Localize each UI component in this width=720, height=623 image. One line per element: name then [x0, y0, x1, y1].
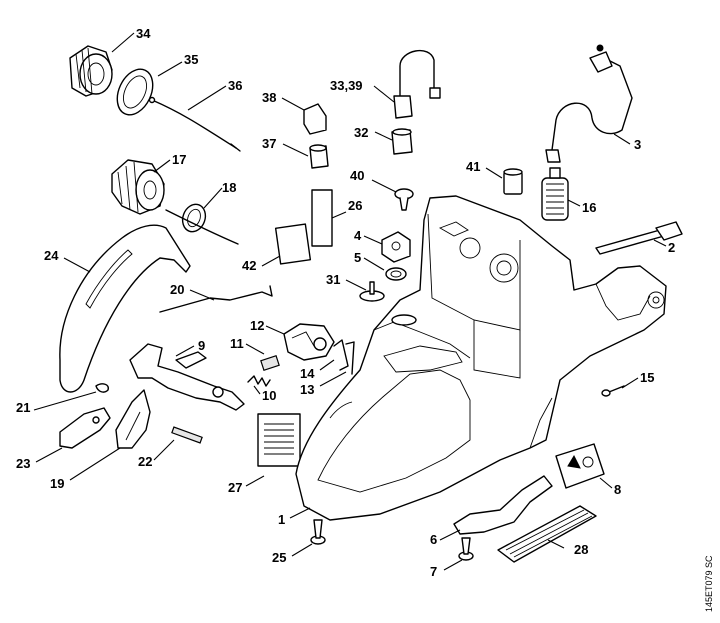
part-12-bracket — [283, 323, 335, 361]
callout-20: 20 — [170, 282, 184, 297]
part-38-plug — [303, 103, 327, 135]
part-8-decal — [555, 443, 605, 489]
callout-28: 28 — [574, 542, 588, 557]
leader-lines — [33, 32, 667, 571]
callout-33-39: 33,39 — [330, 78, 363, 93]
part-36-cable — [148, 96, 241, 152]
part-37-grommet — [309, 144, 329, 169]
part-15-screw — [601, 385, 625, 397]
callout-11: 11 — [230, 336, 244, 351]
callout-4: 4 — [354, 228, 362, 243]
part-23-lever — [59, 407, 111, 449]
part-31-screw — [359, 281, 385, 302]
part-28-strip — [497, 505, 597, 563]
callout-26: 26 — [348, 198, 362, 213]
part-3-fuel-hose — [545, 44, 633, 163]
callout-14: 14 — [300, 366, 315, 381]
part-16-filter — [541, 167, 569, 221]
callout-27: 27 — [228, 480, 242, 495]
callout-42: 42 — [242, 258, 256, 273]
part-40-screw — [394, 188, 414, 211]
part-41-plug — [503, 168, 523, 195]
part-24-handguard — [59, 224, 191, 393]
part-34-cap — [69, 45, 113, 97]
callout-8: 8 — [614, 482, 621, 497]
drawing-code: 145ET079 SC — [704, 555, 714, 612]
callout-40: 40 — [350, 168, 364, 183]
callout-24: 24 — [44, 248, 59, 263]
callout-22: 22 — [138, 454, 152, 469]
part-22-pin — [171, 426, 203, 444]
callout-6: 6 — [430, 532, 437, 547]
callout-36: 36 — [228, 78, 242, 93]
part-7-screw — [458, 537, 474, 561]
part-20-wire — [159, 285, 273, 313]
part-4-valve — [381, 231, 411, 263]
part-1-housing — [295, 195, 667, 521]
callout-21: 21 — [16, 400, 30, 415]
callout-16: 16 — [582, 200, 596, 215]
callout-labels: 34 35 36 33,39 38 32 37 3 17 18 40 41 16… — [16, 26, 675, 579]
part-11-block — [260, 355, 280, 371]
part-19-trigger — [115, 389, 151, 449]
part-17-reel — [111, 159, 165, 215]
part-27-label — [257, 413, 301, 467]
callout-34: 34 — [136, 26, 151, 41]
callout-9: 9 — [198, 338, 205, 353]
callout-7: 7 — [430, 564, 437, 579]
callout-5: 5 — [354, 250, 361, 265]
part-5-ring — [385, 267, 407, 281]
callout-2: 2 — [668, 240, 675, 255]
part-32-grommet — [391, 128, 413, 155]
part-25-screw — [310, 519, 326, 545]
callout-31: 31 — [326, 272, 340, 287]
callout-35: 35 — [184, 52, 198, 67]
callout-19: 19 — [50, 476, 64, 491]
part-21-spring — [95, 383, 109, 393]
part-2-bolt — [595, 221, 683, 255]
part-33-39-hose — [393, 49, 441, 119]
part-18-oring — [165, 203, 239, 245]
part-10-spring — [247, 375, 271, 387]
callout-23: 23 — [16, 456, 30, 471]
callout-25: 25 — [272, 550, 286, 565]
part-14-clip — [333, 339, 349, 371]
part-6-plate — [453, 475, 553, 535]
callout-37: 37 — [262, 136, 276, 151]
callout-32: 32 — [354, 125, 368, 140]
part-42-label — [274, 223, 312, 265]
callout-13: 13 — [300, 382, 314, 397]
part-35-ring — [116, 68, 154, 116]
callout-41: 41 — [466, 159, 480, 174]
part-26-label — [311, 189, 333, 247]
callout-10: 10 — [262, 388, 276, 403]
callout-3: 3 — [634, 137, 641, 152]
part-13-clip — [345, 341, 355, 375]
callout-12: 12 — [250, 318, 264, 333]
part-9-linkage — [129, 343, 245, 411]
callout-15: 15 — [640, 370, 654, 385]
callout-1: 1 — [278, 512, 285, 527]
callout-18: 18 — [222, 180, 236, 195]
callout-17: 17 — [172, 152, 186, 167]
callout-38: 38 — [262, 90, 276, 105]
